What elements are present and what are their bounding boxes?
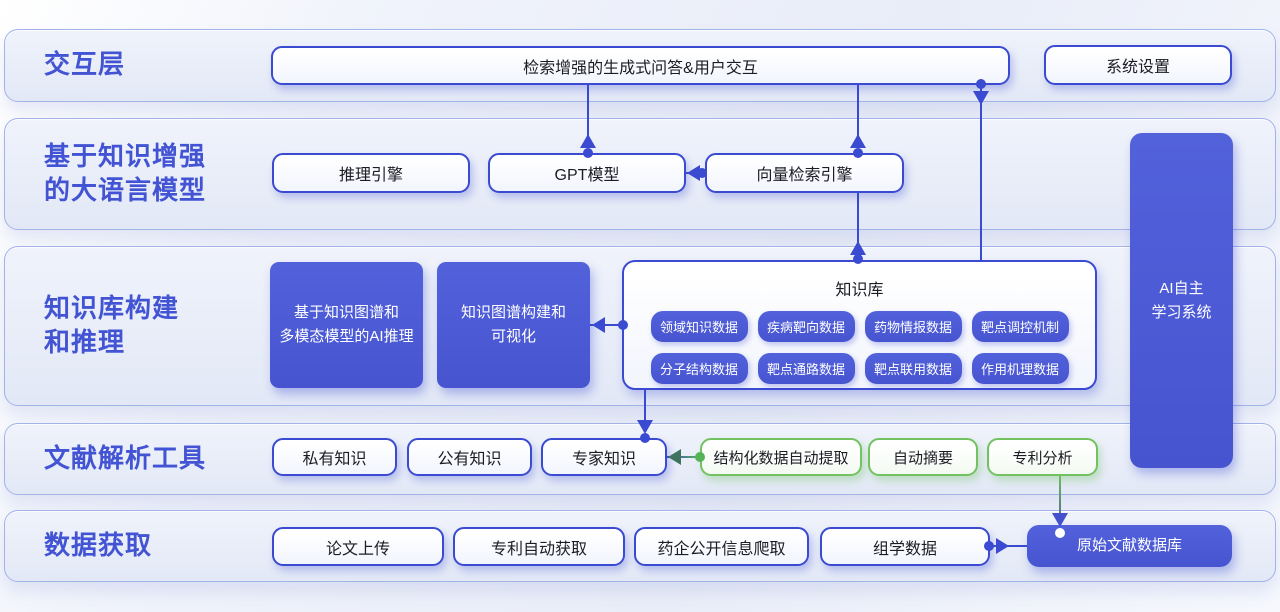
box-omics-data: 组学数据 [820,527,990,566]
connector-rag-to-kb-line [980,84,982,260]
connector-kb-to-expert-arrow [637,420,653,434]
connector-gpt-to-rag-line [587,85,589,137]
box-knowledge-base: 知识库 领域知识数据 疾病靶向数据 药物情报数据 靶点调控机制 分子结构数据 靶… [622,260,1097,390]
box-kg-build-visualize: 知识图谱构建和 可视化 [437,262,590,388]
box-ai-self-learning: AI自主 学习系统 [1130,133,1233,468]
connector-rag-to-kb-dot [976,79,986,89]
box-auto-summary: 自动摘要 [868,438,978,476]
box-pharma-info-crawl: 药企公开信息爬取 [634,527,809,566]
kb-chip-target-regulation: 靶点调控机制 [971,310,1069,342]
box-system-settings: 系统设置 [1044,45,1232,85]
connector-patent-to-rawdb-dot [1055,528,1065,538]
box-paper-upload: 论文上传 [272,527,444,566]
connector-kb-to-kgbuild-dot [618,320,628,330]
layer-label-knowledge: 知识库构建 和推理 [44,292,180,357]
connector-vector-to-rag-line [857,85,859,137]
layer-label-llm: 基于知识增强 的大语言模型 [44,140,207,205]
kb-chip-mechanism: 作用机理数据 [971,352,1069,384]
connector-extract-to-expert-line [667,456,700,458]
connector-kb-to-kgbuild-line [590,324,622,326]
kb-chip-target-pathway: 靶点通路数据 [757,352,855,384]
box-kg-multimodal-ai: 基于知识图谱和 多模态模型的AI推理 [270,262,423,388]
connector-omics-to-rawdb-arrow [996,538,1009,554]
layer-label-acquire: 数据获取 [44,529,153,560]
kb-chip-molecular-structure: 分子结构数据 [650,352,748,384]
connector-kb-to-expert-dot [640,433,650,443]
connector-gpt-to-rag-arrow [580,134,596,148]
box-rag-query: 检索增强的生成式问答&用户交互 [271,46,1010,85]
box-reasoning-engine: 推理引擎 [272,153,470,193]
connector-extract-to-expert-arrow [668,449,681,465]
box-private-knowledge: 私有知识 [272,438,397,476]
connector-rag-to-kb-arrow [973,91,989,105]
connector-extract-to-expert-dot [695,452,705,462]
box-public-knowledge: 公有知识 [407,438,532,476]
connector-vector-to-gpt-dot [697,168,707,178]
connector-kb-to-vector-dot [853,254,863,264]
box-structured-extract: 结构化数据自动提取 [700,438,862,476]
connector-kb-to-kgbuild-arrow [592,317,605,333]
connector-gpt-to-rag-dot [583,148,593,158]
box-patent-auto-fetch: 专利自动获取 [453,527,625,566]
kb-chip-row-2: 分子结构数据 靶点通路数据 靶点联用数据 作用机理数据 [650,352,1069,384]
connector-vector-to-rag-dot [853,148,863,158]
connector-omics-to-rawdb-dot [984,541,994,551]
kb-chip-drug-intel: 药物情报数据 [864,310,962,342]
connector-patent-to-rawdb-arrow [1052,513,1068,527]
connector-patent-to-rawdb-line [1059,476,1061,527]
connector-vector-to-rag-arrow [850,134,866,148]
kb-chip-disease-target: 疾病靶向数据 [757,310,855,342]
connector-kb-to-vector-line [857,193,859,245]
box-expert-knowledge: 专家知识 [541,438,667,476]
box-gpt-model: GPT模型 [488,153,686,193]
kb-chip-domain-knowledge: 领域知识数据 [650,310,748,342]
connector-vector-to-gpt-arrow [687,165,700,181]
kb-chip-target-combination: 靶点联用数据 [864,352,962,384]
layer-label-interaction: 交互层 [44,49,126,80]
layer-label-parse: 文献解析工具 [44,442,207,473]
connector-kb-to-expert-line [644,390,646,424]
box-vector-search: 向量检索引擎 [705,153,904,193]
connector-kb-to-vector-arrow [850,241,866,255]
box-patent-analysis: 专利分析 [987,438,1098,476]
knowledge-base-title: 知识库 [835,281,884,299]
kb-chip-row-1: 领域知识数据 疾病靶向数据 药物情报数据 靶点调控机制 [650,310,1069,342]
